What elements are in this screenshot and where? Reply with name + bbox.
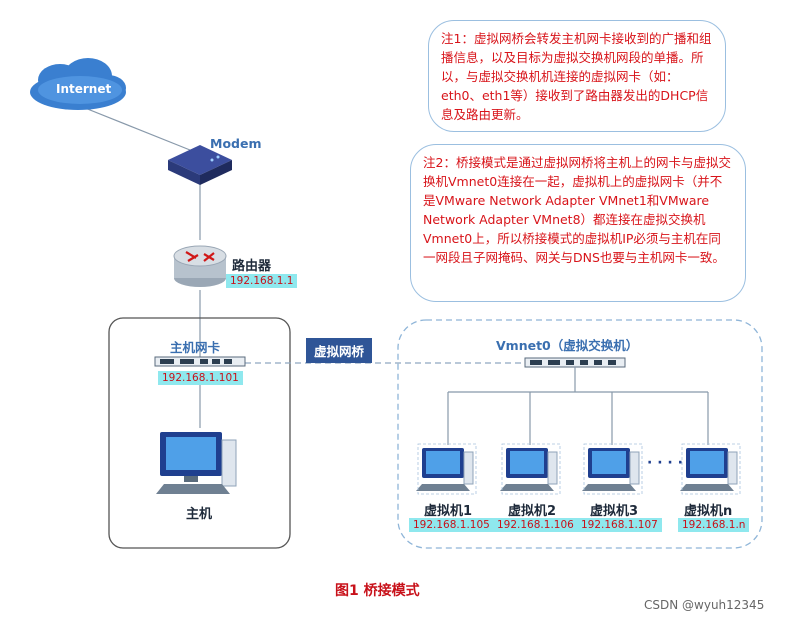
host-nic-label: 主机网卡: [170, 340, 221, 355]
host-nic-device: [154, 356, 246, 367]
router-label: 路由器: [232, 259, 272, 274]
figure-caption: 图1 桥接模式: [335, 583, 420, 599]
vswitch-box: [397, 319, 763, 549]
vmn-pc-icon: [680, 448, 738, 491]
vm1-pc-icon: [416, 448, 474, 491]
internet-label: Internet: [56, 82, 112, 96]
note-1: 注1：虚拟网桥会转发主机网卡接收到的广播和组播信息，以及目标为虚拟交换机网段的单…: [428, 20, 726, 132]
vmn-name: 虚拟机n: [684, 504, 733, 519]
vm3-pc-icon: [582, 448, 640, 491]
host-pc-icon: [156, 432, 237, 494]
vmn-ip: 192.168.1.n: [678, 518, 750, 532]
host-box: [108, 317, 291, 549]
link-internet-modem: [79, 105, 191, 151]
internet-cloud-icon: [30, 58, 126, 110]
vm3-name: 虚拟机3: [590, 504, 639, 519]
vm-ellipsis: · · · ·: [647, 455, 683, 471]
vswitch-device: [524, 357, 626, 368]
note-2: 注2：桥接模式是通过虚拟网桥将主机上的网卡与虚拟交换机Vmnet0连接在一起，虚…: [410, 144, 746, 302]
switch-label: Vmnet0（虚拟交换机）: [496, 338, 639, 353]
vm3-ip: 192.168.1.107: [577, 518, 662, 532]
vm2-pc-icon: [500, 448, 558, 491]
host-nic-ip: 192.168.1.101: [158, 371, 243, 385]
vm2-name: 虚拟机2: [508, 504, 557, 519]
router-ip: 192.168.1.1: [226, 274, 298, 288]
bridge-label: 虚拟网桥: [306, 338, 373, 363]
modem-label: Modem: [210, 136, 262, 151]
vm1-ip: 192.168.1.105: [409, 518, 494, 532]
vm2-ip: 192.168.1.106: [493, 518, 578, 532]
host-label: 主机: [186, 507, 213, 522]
watermark: CSDN @wyuh12345: [644, 598, 765, 612]
vm1-name: 虚拟机1: [424, 504, 473, 519]
router-icon: [173, 245, 227, 287]
modem-icon: [168, 145, 232, 185]
